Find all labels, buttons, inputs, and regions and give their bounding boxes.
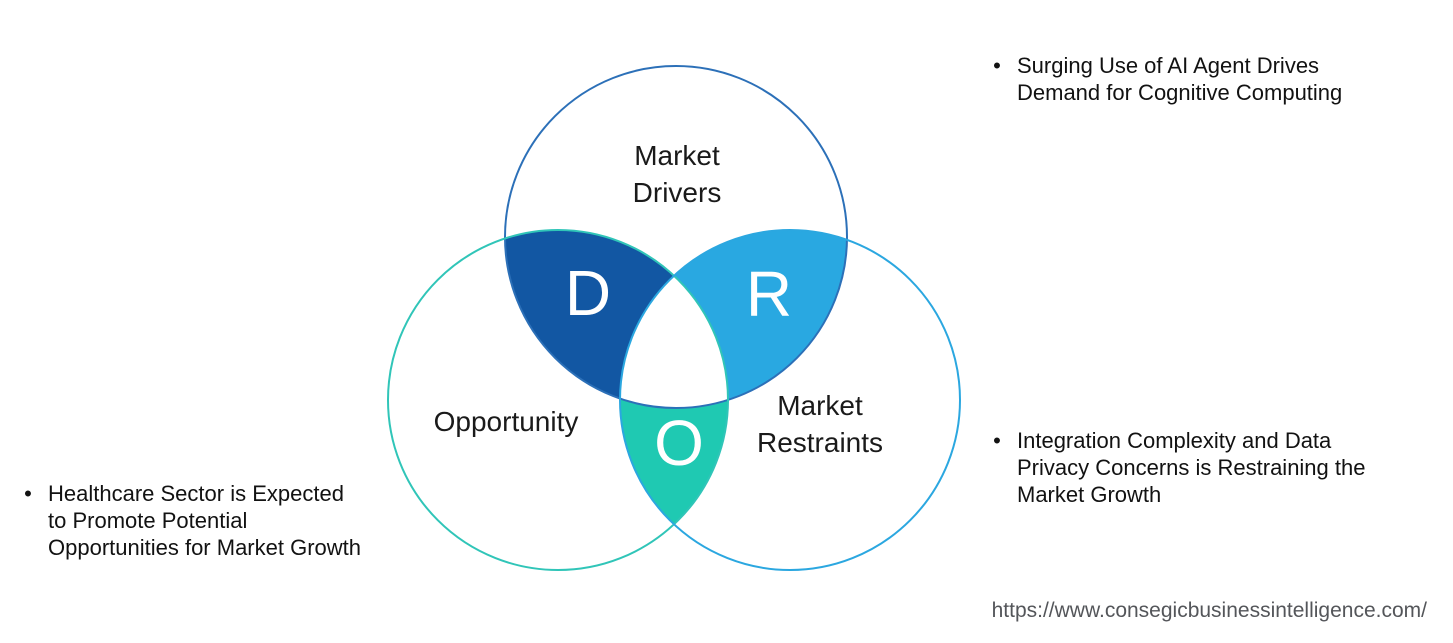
label-opportunity: Opportunity [433, 406, 579, 437]
annotation-line: to Promote Potential [48, 508, 248, 533]
bullet-icon: • [24, 481, 32, 506]
annotation-line: Privacy Concerns is Restraining the [1017, 455, 1366, 480]
annotation-line: Integration Complexity and Data [1017, 428, 1332, 453]
annotation-text: Healthcare Sector is Expected to Promote… [48, 480, 361, 561]
letter-o: O [654, 407, 704, 479]
label-line: Restraints [756, 427, 884, 458]
annotation-line: Surging Use of AI Agent Drives [1017, 53, 1320, 78]
label-market-drivers: Market Drivers [577, 137, 777, 211]
circle-market-drivers [504, 65, 848, 409]
label-line: Market [777, 390, 863, 421]
label-market-restraints: Market Restraints [730, 387, 910, 461]
bullet-icon: • [993, 53, 1001, 78]
letter-r: R [746, 258, 792, 330]
label-line: Drivers [632, 177, 722, 208]
circle-opportunity [387, 229, 729, 571]
source-url: https://www.consegicbusinessintelligence… [991, 599, 1427, 622]
annotation-line: Healthcare Sector is Expected [48, 481, 344, 506]
annotation-text: Integration Complexity and Data Privacy … [1017, 427, 1365, 508]
bullet-icon: • [993, 428, 1001, 453]
annotation-restraints: • Integration Complexity and Data Privac… [990, 427, 1365, 508]
annotation-text: Surging Use of AI Agent Drives Demand fo… [1017, 52, 1342, 106]
annotation-opportunity: • Healthcare Sector is Expected to Promo… [21, 480, 361, 561]
circle-market-restraints [619, 229, 961, 571]
annotation-drivers: • Surging Use of AI Agent Drives Demand … [990, 52, 1342, 106]
letter-d: D [565, 257, 611, 329]
annotation-line: Market Growth [1017, 482, 1162, 507]
label-line: Market [634, 140, 720, 171]
annotation-line: Opportunities for Market Growth [48, 535, 362, 560]
annotation-line: Demand for Cognitive Computing [1017, 80, 1343, 105]
